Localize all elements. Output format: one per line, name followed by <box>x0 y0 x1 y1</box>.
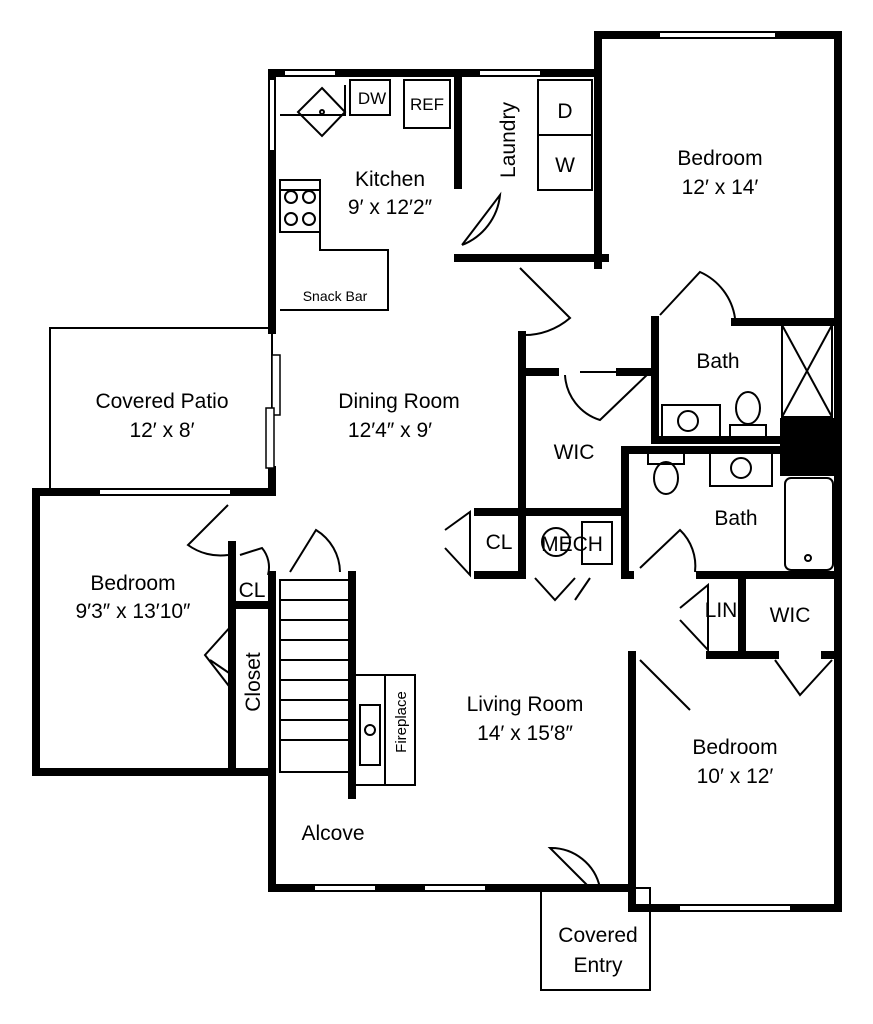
refrigerator-label: REF <box>410 95 444 114</box>
fireplace-label: Fireplace <box>393 691 410 753</box>
patio-size: 12′ x 8′ <box>129 419 194 442</box>
living-name: Living Room <box>467 693 584 716</box>
cl-1-label: CL <box>486 531 513 554</box>
fixtures <box>279 79 834 786</box>
bedroom-w-name: Bedroom <box>90 572 175 595</box>
bedroom-ne-size: 12′ x 14′ <box>682 176 759 199</box>
kitchen-name: Kitchen <box>355 168 425 191</box>
kitchen-size: 9′ x 12′2″ <box>348 196 433 219</box>
alcove-label: Alcove <box>301 822 364 845</box>
closet-label: Closet <box>242 652 265 712</box>
laundry-label: Laundry <box>497 102 520 178</box>
doors <box>186 191 833 889</box>
bedroom-se-size: 10′ x 12′ <box>697 765 774 788</box>
room-labels: Kitchen 9′ x 12′2″ DW REF Laundry D W Be… <box>76 89 811 977</box>
living-size: 14′ x 15′8″ <box>477 722 573 745</box>
cl-2-label: CL <box>239 579 266 602</box>
bedroom-ne-name: Bedroom <box>677 147 762 170</box>
bedroom-se-name: Bedroom <box>692 736 777 759</box>
dining-name: Dining Room <box>338 390 459 413</box>
patio-name: Covered Patio <box>95 390 228 413</box>
wic-1-label: WIC <box>554 441 595 464</box>
entry-line1: Covered <box>558 924 637 947</box>
bedroom-w-size: 9′3″ x 13′10″ <box>76 600 192 623</box>
mech-label: MECH <box>541 533 603 556</box>
windows <box>100 33 790 910</box>
wic-2-label: WIC <box>770 604 811 627</box>
lin-label: LIN <box>705 599 738 622</box>
interior-walls <box>228 69 842 912</box>
washer-label: W <box>555 154 575 177</box>
bath-2-label: Bath <box>714 507 757 530</box>
dishwasher-label: DW <box>358 89 386 108</box>
dining-size: 12′4″ x 9′ <box>348 419 432 442</box>
dryer-label: D <box>557 100 572 123</box>
entry-line2: Entry <box>573 954 623 977</box>
snack-bar-label: Snack Bar <box>303 288 368 304</box>
bath-1-label: Bath <box>696 350 739 373</box>
